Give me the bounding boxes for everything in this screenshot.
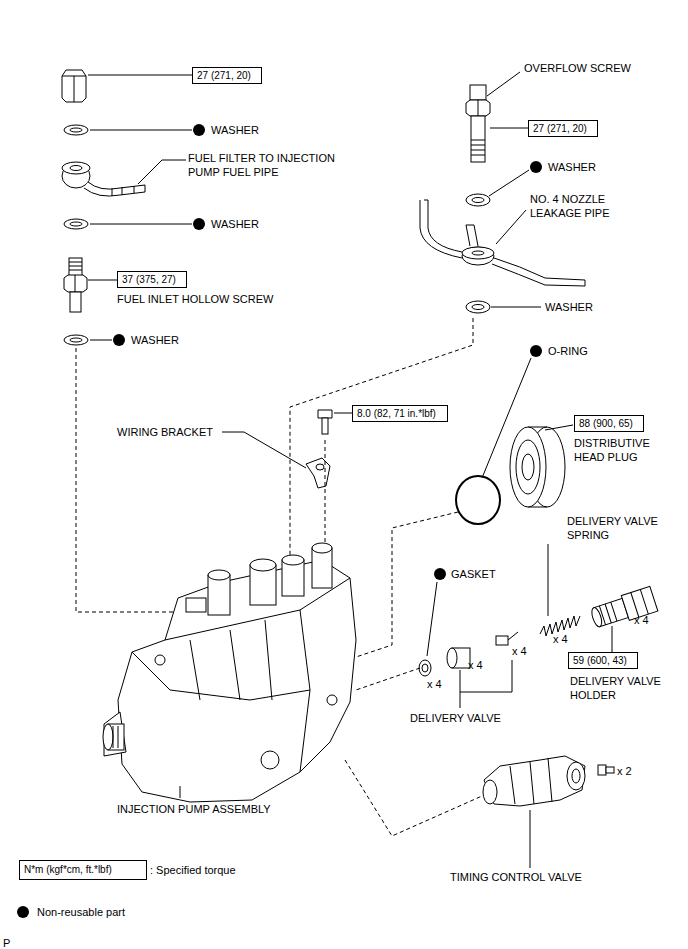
quantity: x 4 xyxy=(512,644,527,658)
part-name: DELIVERY VALVE HOLDER xyxy=(570,674,670,702)
quantity: x 4 xyxy=(634,613,649,627)
torque-value: 8.0 (82, 71 in.*lbf) xyxy=(357,408,443,420)
torque-box: 27 (271, 20) xyxy=(528,120,598,137)
torque-value: N*m (kgf*cm, ft.*lbf) xyxy=(24,864,142,876)
part-name: DELIVERY VALVE xyxy=(410,711,501,725)
part-name: INJECTION PUMP ASSEMBLY xyxy=(117,802,271,816)
part-name: DISTRIBUTIVE HEAD PLUG xyxy=(574,436,669,464)
torque-value: 27 (271, 20) xyxy=(197,70,257,82)
part-name: WASHER xyxy=(211,123,259,137)
quantity: x 4 xyxy=(468,658,483,672)
legend-swatch xyxy=(17,906,29,918)
part-name: DELIVERY VALVE SPRING xyxy=(567,514,667,542)
torque-value: 37 (375, 27) xyxy=(122,274,182,286)
quantity: x 2 xyxy=(617,764,632,778)
torque-value: 27 (271, 20) xyxy=(533,123,593,135)
part-name: OVERFLOW SCREW xyxy=(524,61,631,75)
part-name: WASHER xyxy=(545,300,593,314)
part-name: NO. 4 NOZZLE LEAKAGE PIPE xyxy=(530,192,625,220)
part-name: WASHER xyxy=(211,217,259,231)
torque-box: N*m (kgf*cm, ft.*lbf) xyxy=(19,860,147,880)
part-name: WASHER xyxy=(131,333,179,347)
torque-value: 59 (600, 43) xyxy=(573,655,633,667)
part-name: WIRING BRACKET xyxy=(117,425,213,439)
quantity: x 4 xyxy=(427,677,442,691)
quantity: x 4 xyxy=(553,632,568,646)
legend-text: Non-reusable part xyxy=(37,905,125,919)
torque-box: 27 (271, 20) xyxy=(192,67,262,84)
part-name: TIMING CONTROL VALVE xyxy=(450,870,582,884)
torque-box: 88 (900, 65) xyxy=(574,415,644,432)
torque-box: 59 (600, 43) xyxy=(568,652,638,669)
part-name: WASHER xyxy=(548,160,596,174)
part-name: FUEL INLET HOLLOW SCREW xyxy=(117,292,273,306)
part-name: FUEL FILTER TO INJECTION PUMP FUEL PIPE xyxy=(188,151,358,179)
torque-value: 88 (900, 65) xyxy=(579,418,639,430)
part-name: GASKET xyxy=(451,567,496,581)
torque-box: 8.0 (82, 71 in.*lbf) xyxy=(352,405,448,422)
part-name: P xyxy=(3,936,10,949)
part-name: O-RING xyxy=(548,344,588,358)
legend-text: : Specified torque xyxy=(150,863,236,877)
torque-box: 37 (375, 27) xyxy=(117,271,187,288)
